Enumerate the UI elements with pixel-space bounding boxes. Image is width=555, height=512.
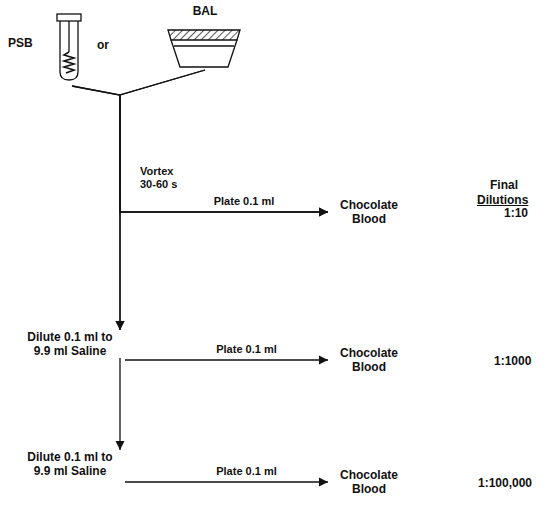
dilution-step: Dilute 0.1 ml to 9.9 ml Saline bbox=[10, 450, 125, 478]
flow-arrow bbox=[120, 70, 328, 212]
edge-label: Plate 0.1 ml bbox=[214, 465, 279, 478]
node-text: Dilute 0.1 ml to 9.9 ml Saline bbox=[23, 330, 118, 358]
node-text: Dilute 0.1 ml to 9.9 ml Saline bbox=[23, 450, 118, 478]
column-heading: Dilutions bbox=[477, 193, 528, 207]
flow-arrow bbox=[72, 86, 120, 330]
edge-label: Plate 0.1 ml bbox=[212, 195, 277, 208]
node-text: PSB bbox=[8, 36, 86, 50]
dilution-step: Dilute 0.1 ml to 9.9 ml Saline bbox=[10, 330, 125, 358]
flow-arrow bbox=[72, 86, 328, 212]
plate-medium: Chocolate Blood bbox=[330, 467, 408, 497]
flow-arrow bbox=[120, 70, 205, 330]
sample-box: PSB bbox=[4, 12, 86, 86]
flow-arrow bbox=[125, 481, 328, 482]
connector-word: or bbox=[97, 38, 109, 52]
node-text: Chocolate Blood bbox=[333, 198, 405, 226]
flow-arrow bbox=[125, 359, 328, 360]
node-text: BAL bbox=[165, 4, 245, 18]
dilution-value: 1:10 bbox=[504, 206, 528, 220]
dilution-value: 1:1000 bbox=[494, 354, 531, 368]
node-text: Chocolate Blood bbox=[333, 346, 405, 374]
edge-label: Vortex 30-60 s bbox=[138, 165, 188, 191]
lavage-cup bbox=[168, 30, 240, 67]
dilution-value: 1:100,000 bbox=[478, 476, 532, 490]
flow-arrow bbox=[119, 358, 120, 450]
column-heading: Final bbox=[490, 178, 518, 192]
sample-box: BAL bbox=[165, 4, 245, 70]
brush-tube bbox=[57, 14, 81, 80]
plate-medium: Chocolate Blood bbox=[330, 345, 408, 375]
plate-medium: Chocolate Blood bbox=[330, 197, 408, 227]
edge-label: Plate 0.1 ml bbox=[214, 343, 279, 356]
node-text: Chocolate Blood bbox=[333, 468, 405, 496]
